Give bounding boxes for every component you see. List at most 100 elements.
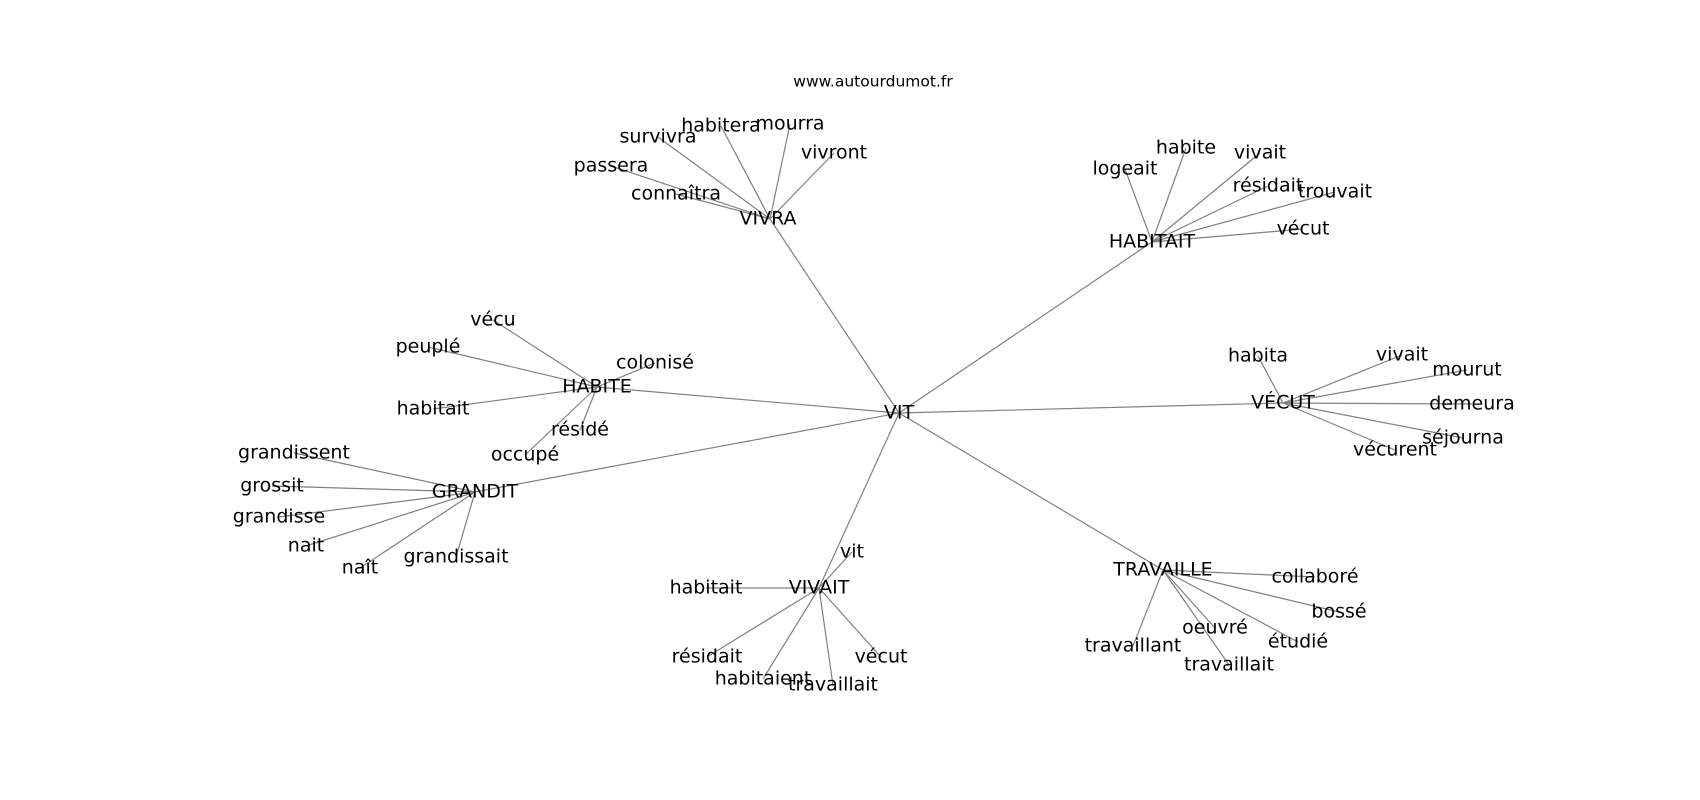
leaf-node: naît <box>342 557 378 579</box>
leaf-node: résidait <box>672 646 743 668</box>
edge-vivait-residait <box>706 587 820 658</box>
edge-vivait-vit <box>818 551 853 589</box>
leaf-node: travaillait <box>788 674 878 696</box>
leaf-node: vécut <box>1277 218 1330 240</box>
edge-vivra-survivra <box>657 136 771 220</box>
edge-grandit-nait2 <box>359 491 476 569</box>
edge-grandit-grandisse <box>278 491 476 518</box>
edge-vivra-connaitra <box>675 193 771 220</box>
edge-habite-colonise <box>596 362 656 388</box>
graph-labels: www.autourdumot.fr VIT VIVRA vivront mou… <box>233 73 1515 696</box>
leaf-node: vit <box>840 541 864 563</box>
leaf-node: habite <box>1156 137 1216 159</box>
leaf-node: vivait <box>1234 142 1286 164</box>
edge-vecut-vivait <box>1282 354 1403 404</box>
edge-habite-habitait <box>432 386 598 410</box>
edge-vivra-habitera <box>720 125 771 220</box>
leaf-node: résidait <box>1233 175 1304 197</box>
edge-habite-peuple <box>427 346 598 388</box>
leaf-node: colonisé <box>616 352 694 374</box>
edge-grandit-grandissait <box>455 491 476 558</box>
leaf-node: bossé <box>1311 601 1366 623</box>
leaf-node: habitera <box>681 115 761 137</box>
hub-node: VIVRA <box>739 208 796 230</box>
leaf-node: habita <box>1228 345 1288 367</box>
graph-edges <box>271 123 1473 686</box>
leaf-node: étudié <box>1268 631 1328 653</box>
leaf-node: grandissait <box>403 546 508 568</box>
leaf-node: survivra <box>620 126 697 148</box>
edge-vivra-passera <box>610 165 771 220</box>
edge-travaille-travaillant <box>1132 569 1164 647</box>
edge-vivait-habitaient <box>762 587 820 680</box>
edge-vivra-mourra <box>769 123 791 220</box>
leaf-node: habitait <box>670 577 743 599</box>
edge-vecut-vecurent <box>1282 402 1396 451</box>
leaf-node: séjourna <box>1422 427 1504 449</box>
leaf-node: vécut <box>855 646 908 668</box>
edge-habite-vecu <box>492 319 598 388</box>
hub-node: GRANDIT <box>432 481 519 503</box>
leaf-node: occupé <box>491 444 559 466</box>
hub-node: HABITAIT <box>1109 231 1196 253</box>
leaf-node: habitait <box>397 398 470 420</box>
leaf-node: grandisse <box>233 506 325 528</box>
edge-habitait-logeait <box>1124 168 1153 243</box>
edge-vit-habitait <box>898 241 1153 414</box>
edge-vivait-travaillait <box>818 587 834 686</box>
edge-grandit-grossit <box>271 485 476 493</box>
leaf-node: vivront <box>801 142 867 164</box>
edge-habite-occupe <box>524 386 598 456</box>
leaf-node: vivait <box>1376 344 1428 366</box>
edge-travaille-collabore <box>1162 569 1316 578</box>
hub-node: VÉCUT <box>1251 391 1315 414</box>
leaf-node: demeura <box>1429 393 1514 415</box>
edge-travaille-etudie <box>1162 569 1299 643</box>
edge-vit-travaille <box>898 412 1164 571</box>
edge-vecut-demeura <box>1282 402 1473 405</box>
center-node: VIT <box>884 402 915 424</box>
edge-vit-vivait <box>818 412 900 589</box>
edge-travaille-oeuvre <box>1162 569 1216 629</box>
hub-node: HABITE <box>562 376 632 398</box>
edge-vivait-vecut <box>818 587 882 658</box>
leaf-node: vécurent <box>1353 439 1437 461</box>
leaf-node: logeait <box>1092 158 1157 180</box>
edge-vit-grandit <box>474 412 900 493</box>
edge-grandit-nait <box>305 491 476 547</box>
leaf-node: connaîtra <box>631 183 721 205</box>
site-watermark: www.autourdumot.fr <box>793 73 953 91</box>
edge-habitait-vivait <box>1151 152 1261 243</box>
leaf-node: passera <box>574 155 649 177</box>
leaf-node: grossit <box>240 475 304 497</box>
leaf-node: peuplé <box>396 336 461 358</box>
leaf-node: grandissent <box>238 442 350 464</box>
edge-grandit-grandissent <box>293 452 476 493</box>
edge-vit-habite <box>596 386 900 414</box>
hub-node: VIVAIT <box>789 577 850 599</box>
edge-vivra-vivront <box>769 152 835 220</box>
edge-vecut-sejourna <box>1282 402 1464 439</box>
leaf-node: nait <box>288 535 324 557</box>
leaf-node: travaillant <box>1085 635 1182 657</box>
leaf-node: habitaient <box>715 668 812 690</box>
edge-habitait-residait <box>1151 185 1269 243</box>
hub-node: TRAVAILLE <box>1112 559 1212 581</box>
leaf-node: trouvait <box>1298 181 1372 203</box>
edge-habite-reside <box>579 386 598 431</box>
edge-travaille-travaillait <box>1162 569 1230 666</box>
edge-vecut-habita <box>1257 355 1284 404</box>
edge-vit-vivra <box>769 218 900 414</box>
leaf-node: collaboré <box>1271 566 1358 588</box>
leaf-node: mourut <box>1432 359 1501 381</box>
leaf-node: résidé <box>551 419 609 441</box>
leaf-node: vécu <box>470 309 515 331</box>
leaf-node: mourra <box>755 113 824 135</box>
edge-habitait-vecut <box>1151 228 1304 243</box>
edge-vit-vecut <box>898 402 1284 414</box>
edge-travaille-bosse <box>1162 569 1340 613</box>
leaf-node: oeuvré <box>1182 617 1248 639</box>
edge-vecut-mourut <box>1282 369 1468 404</box>
leaf-node: travaillait <box>1184 654 1274 676</box>
